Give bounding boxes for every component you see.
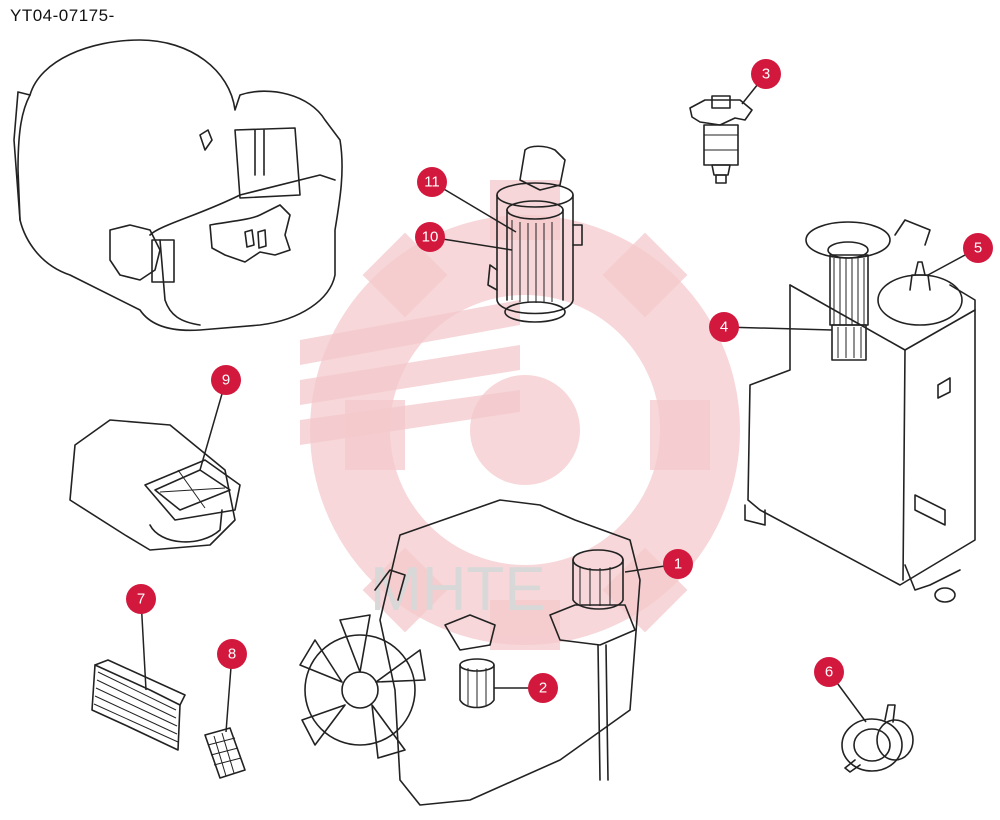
fuel-water-separator-illustration xyxy=(689,95,753,184)
callout-1[interactable]: 1 xyxy=(624,549,693,579)
callout-7[interactable]: 7 xyxy=(126,584,156,691)
panel-air-filter-illustration xyxy=(91,659,186,751)
watermark-gear-logo xyxy=(300,180,740,650)
callout-5-label: 5 xyxy=(974,240,982,257)
callout-8-label: 8 xyxy=(228,646,236,663)
air-cleaner-illustration xyxy=(487,145,583,323)
prefilter-illustration xyxy=(69,419,241,551)
callout-2[interactable]: 2 xyxy=(494,673,558,703)
callout-11-label: 11 xyxy=(424,174,440,191)
filter-screen-illustration xyxy=(204,727,246,779)
hydraulic-tank-illustration xyxy=(744,219,976,603)
callout-10-label: 10 xyxy=(422,229,439,246)
watermark-text: MHTE xyxy=(370,555,546,624)
diagram-reference-code: YT04-07175- xyxy=(10,6,115,25)
callout-10[interactable]: 10 xyxy=(415,222,513,252)
callout-4-label: 4 xyxy=(720,319,728,336)
breather-illustration xyxy=(841,704,914,773)
callout-2-label: 2 xyxy=(539,680,547,697)
callout-8[interactable]: 8 xyxy=(217,639,247,733)
callout-11[interactable]: 11 xyxy=(417,167,517,233)
engine-assembly-illustration xyxy=(299,499,641,806)
callouts: 1 2 3 4 5 6 7 xyxy=(126,59,993,733)
callout-6-label: 6 xyxy=(825,664,833,681)
callout-6[interactable]: 6 xyxy=(814,657,867,723)
callout-7-label: 7 xyxy=(137,591,145,608)
callout-9[interactable]: 9 xyxy=(199,365,241,471)
callout-4[interactable]: 4 xyxy=(709,312,833,342)
engine-hood-illustration xyxy=(13,39,343,332)
callout-3[interactable]: 3 xyxy=(741,59,781,105)
callout-9-label: 9 xyxy=(222,372,230,389)
callout-5[interactable]: 5 xyxy=(927,233,993,276)
callout-3-label: 3 xyxy=(762,66,770,83)
callout-1-label: 1 xyxy=(674,556,682,573)
